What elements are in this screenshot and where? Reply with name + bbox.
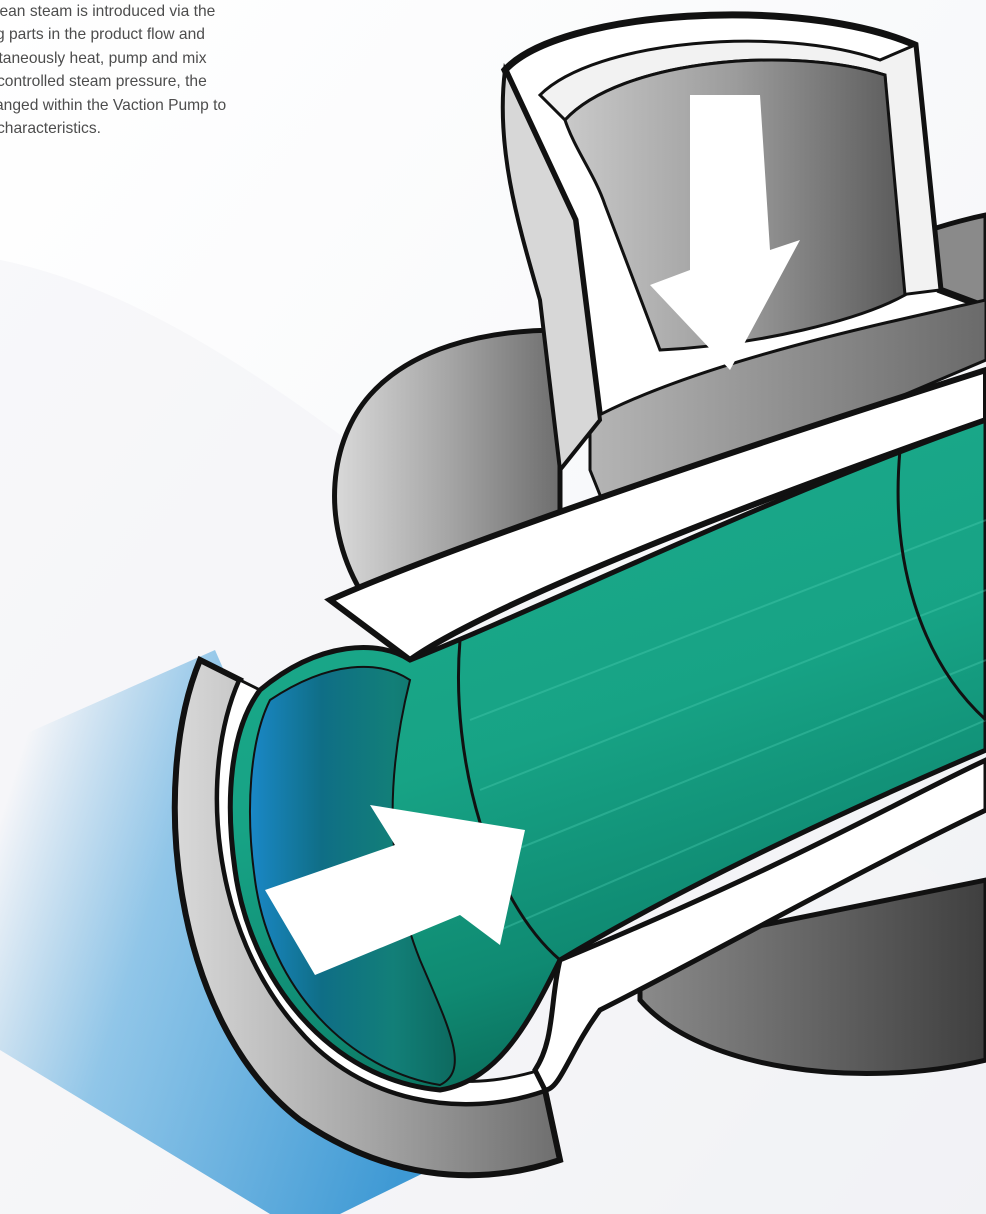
caption-line: lean steam is introduced via the (0, 0, 330, 23)
caption-line: characteristics. (0, 117, 330, 140)
caption-line: g parts in the product flow and (0, 23, 330, 46)
caption-text: lean steam is introduced via the g parts… (0, 0, 330, 140)
caption-line: controlled steam pressure, the (0, 70, 330, 93)
caption-line: anged within the Vaction Pump to (0, 94, 330, 117)
caption-line: ltaneously heat, pump and mix (0, 47, 330, 70)
